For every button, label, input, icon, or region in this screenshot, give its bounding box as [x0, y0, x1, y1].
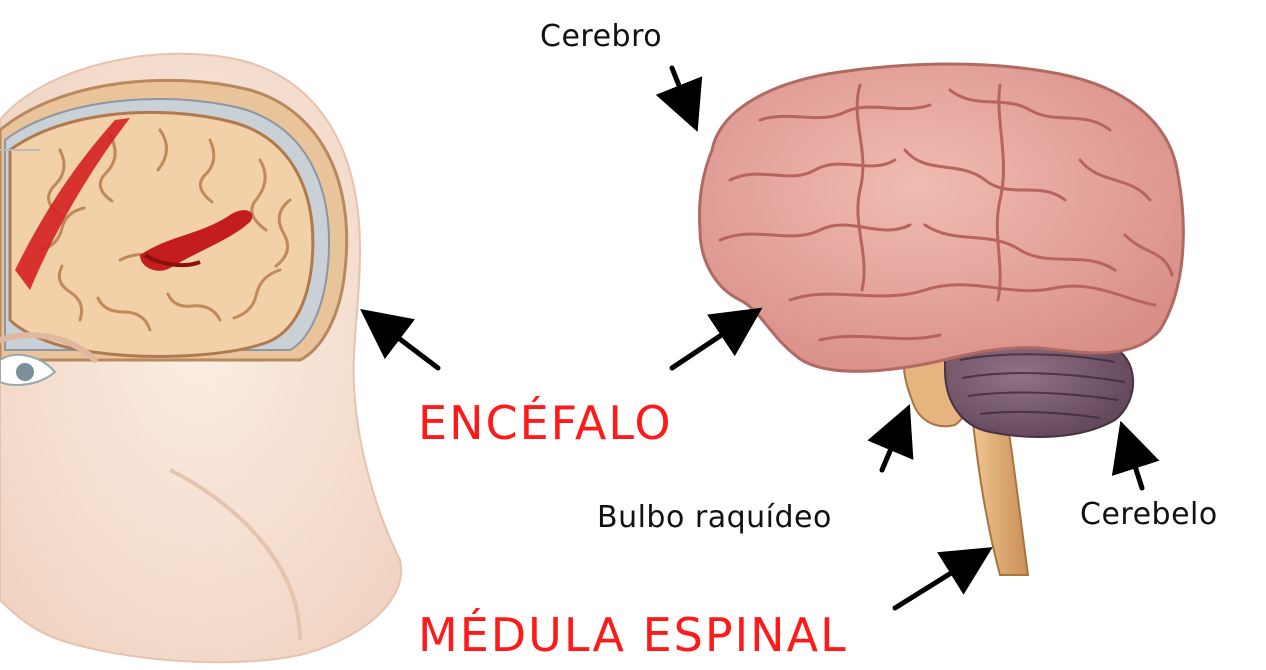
cerebrum [698, 62, 1185, 373]
hemorrhage-streak [15, 118, 130, 290]
arrow-icon [892, 547, 993, 611]
label-encefalo: ENCÉFALO [418, 396, 673, 450]
arrow-icon [867, 404, 914, 473]
hemorrhage-center [140, 210, 253, 271]
label-bulbo-raquideo: Bulbo raquídeo [597, 500, 832, 535]
brain-lateral-illustration [698, 62, 1185, 576]
arrow-icon [669, 307, 763, 371]
arrow-icon [1111, 420, 1160, 491]
label-cerebro: Cerebro [540, 19, 663, 54]
arrow-icon [360, 308, 441, 371]
cerebellum-folia [959, 353, 1126, 419]
jaw-line [169, 468, 302, 641]
cerebrum-gyri [718, 83, 1174, 342]
hemorrhage-detail [143, 253, 201, 268]
arrow-icon [655, 65, 703, 132]
arrows [360, 65, 1160, 611]
eye-iris [16, 363, 34, 381]
label-medula-espinal: MÉDULA ESPINAL [418, 608, 848, 662]
head-cross-section-illustration [0, 52, 403, 664]
label-cerebelo: Cerebelo [1080, 497, 1218, 532]
brow [0, 332, 98, 363]
